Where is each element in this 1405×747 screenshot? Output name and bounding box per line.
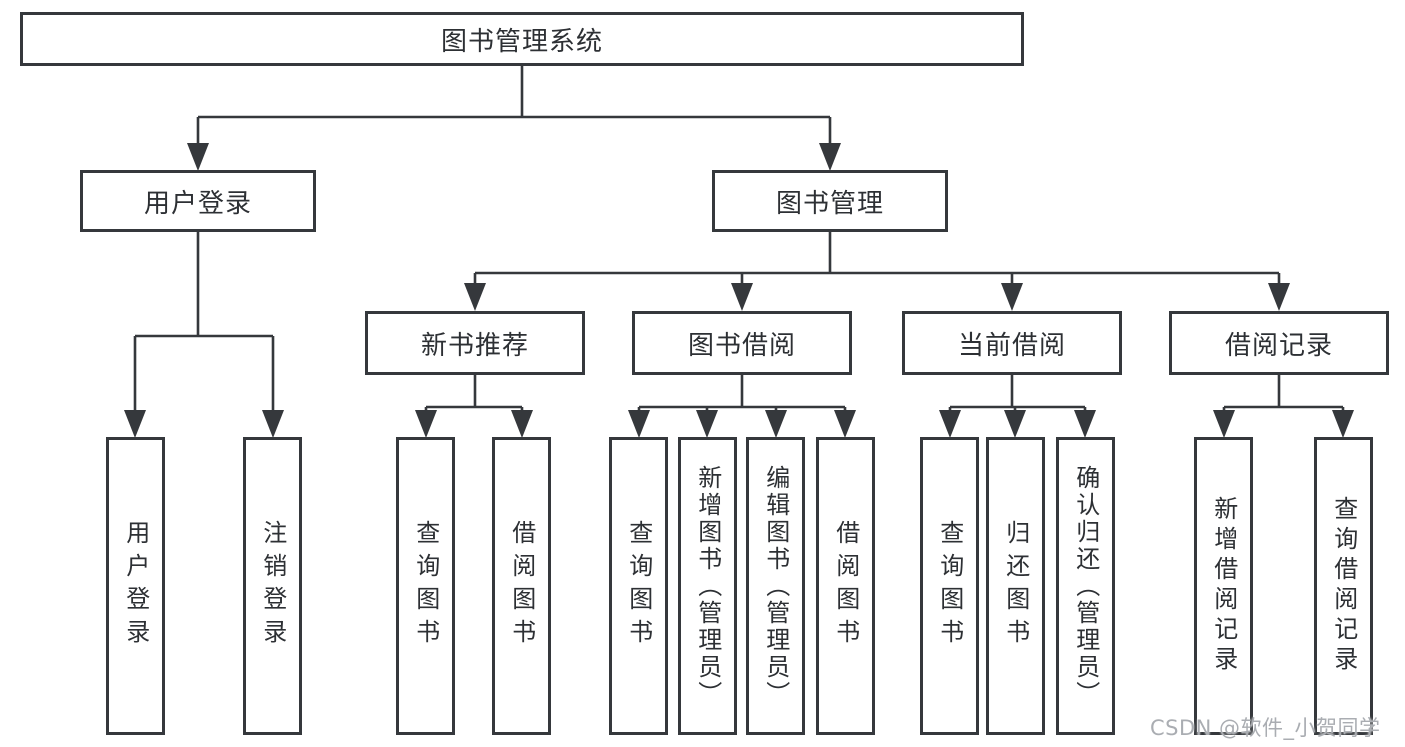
node-book-borrow: 图书借阅 bbox=[632, 311, 852, 375]
leaf-user-login: 用户登录 bbox=[106, 437, 165, 735]
node-borrow-records: 借阅记录 bbox=[1169, 311, 1389, 375]
leaf-add-book-admin: 新增图书（管理员） bbox=[678, 437, 737, 735]
leaf-query-borrow-record: 查询借阅记录 bbox=[1314, 437, 1373, 735]
leaf-query-books-recommend: 查询图书 bbox=[396, 437, 455, 735]
node-current-borrow: 当前借阅 bbox=[902, 311, 1122, 375]
leaf-confirm-return-admin: 确认归还（管理员） bbox=[1056, 437, 1115, 735]
leaf-edit-book-admin: 编辑图书（管理员） bbox=[746, 437, 805, 735]
node-new-book-recommend: 新书推荐 bbox=[365, 311, 585, 375]
leaf-logout: 注销登录 bbox=[243, 437, 302, 735]
leaf-borrow-books: 借阅图书 bbox=[816, 437, 875, 735]
leaf-add-borrow-record: 新增借阅记录 bbox=[1194, 437, 1253, 735]
leaf-query-books-borrow: 查询图书 bbox=[609, 437, 668, 735]
leaf-query-books-current: 查询图书 bbox=[920, 437, 979, 735]
leaf-borrow-books-recommend: 借阅图书 bbox=[492, 437, 551, 735]
leaf-return-books: 归还图书 bbox=[986, 437, 1045, 735]
node-book-management: 图书管理 bbox=[712, 170, 948, 232]
watermark-text: CSDN @软件_小贺同学 bbox=[1150, 716, 1381, 740]
node-root: 图书管理系统 bbox=[20, 12, 1024, 66]
node-user-login: 用户登录 bbox=[80, 170, 316, 232]
